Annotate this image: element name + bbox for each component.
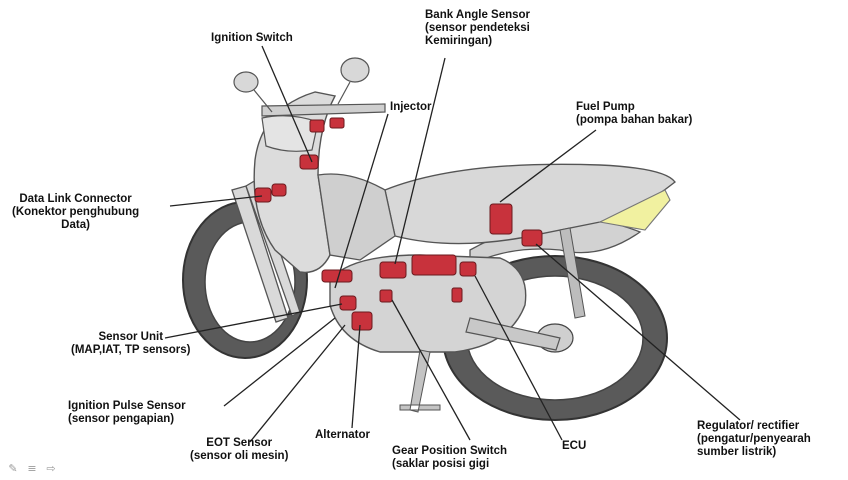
label-gear-position-switch: Gear Position Switch (saklar posisi gigi xyxy=(392,445,507,471)
label-ignition-switch: Ignition Switch xyxy=(211,32,293,45)
fuel-pump-part xyxy=(490,204,512,234)
label-sensor-unit: Sensor Unit (MAP,IAT, TP sensors) xyxy=(71,331,191,357)
label-data-link-connector: Data Link Connector (Konektor penghubung… xyxy=(12,193,139,232)
ignition-switch-part xyxy=(310,120,324,132)
center-stand xyxy=(400,350,440,412)
handlebar xyxy=(262,104,385,116)
label-eot-sensor: EOT Sensor (sensor oli mesin) xyxy=(190,437,288,463)
slide-toolbar: ✎ ≡ ⇨ xyxy=(6,462,58,474)
menu-icon[interactable]: ≡ xyxy=(25,462,39,474)
pencil-icon[interactable]: ✎ xyxy=(6,462,20,474)
label-fuel-pump: Fuel Pump (pompa bahan bakar) xyxy=(576,101,692,127)
sensor-unit-part xyxy=(340,296,356,310)
ecu-part xyxy=(412,255,456,275)
label-regulator-rectifier: Regulator/ rectifier (pengatur/penyearah… xyxy=(697,420,811,459)
label-ignition-pulse-sensor: Ignition Pulse Sensor (sensor pengapian) xyxy=(68,400,186,426)
label-alternator: Alternator xyxy=(315,429,370,442)
injector-part xyxy=(300,155,318,169)
label-bank-angle-sensor: Bank Angle Sensor (sensor pendeteksi Kem… xyxy=(425,9,530,48)
regulator-part xyxy=(522,230,542,246)
label-ecu: ECU xyxy=(562,440,586,453)
alternator-part xyxy=(352,312,372,330)
headlight xyxy=(262,116,318,152)
next-icon[interactable]: ⇨ xyxy=(44,462,58,474)
gear-position-part xyxy=(380,290,392,302)
data-link-connector-part xyxy=(255,188,271,202)
label-injector: Injector xyxy=(390,101,432,114)
